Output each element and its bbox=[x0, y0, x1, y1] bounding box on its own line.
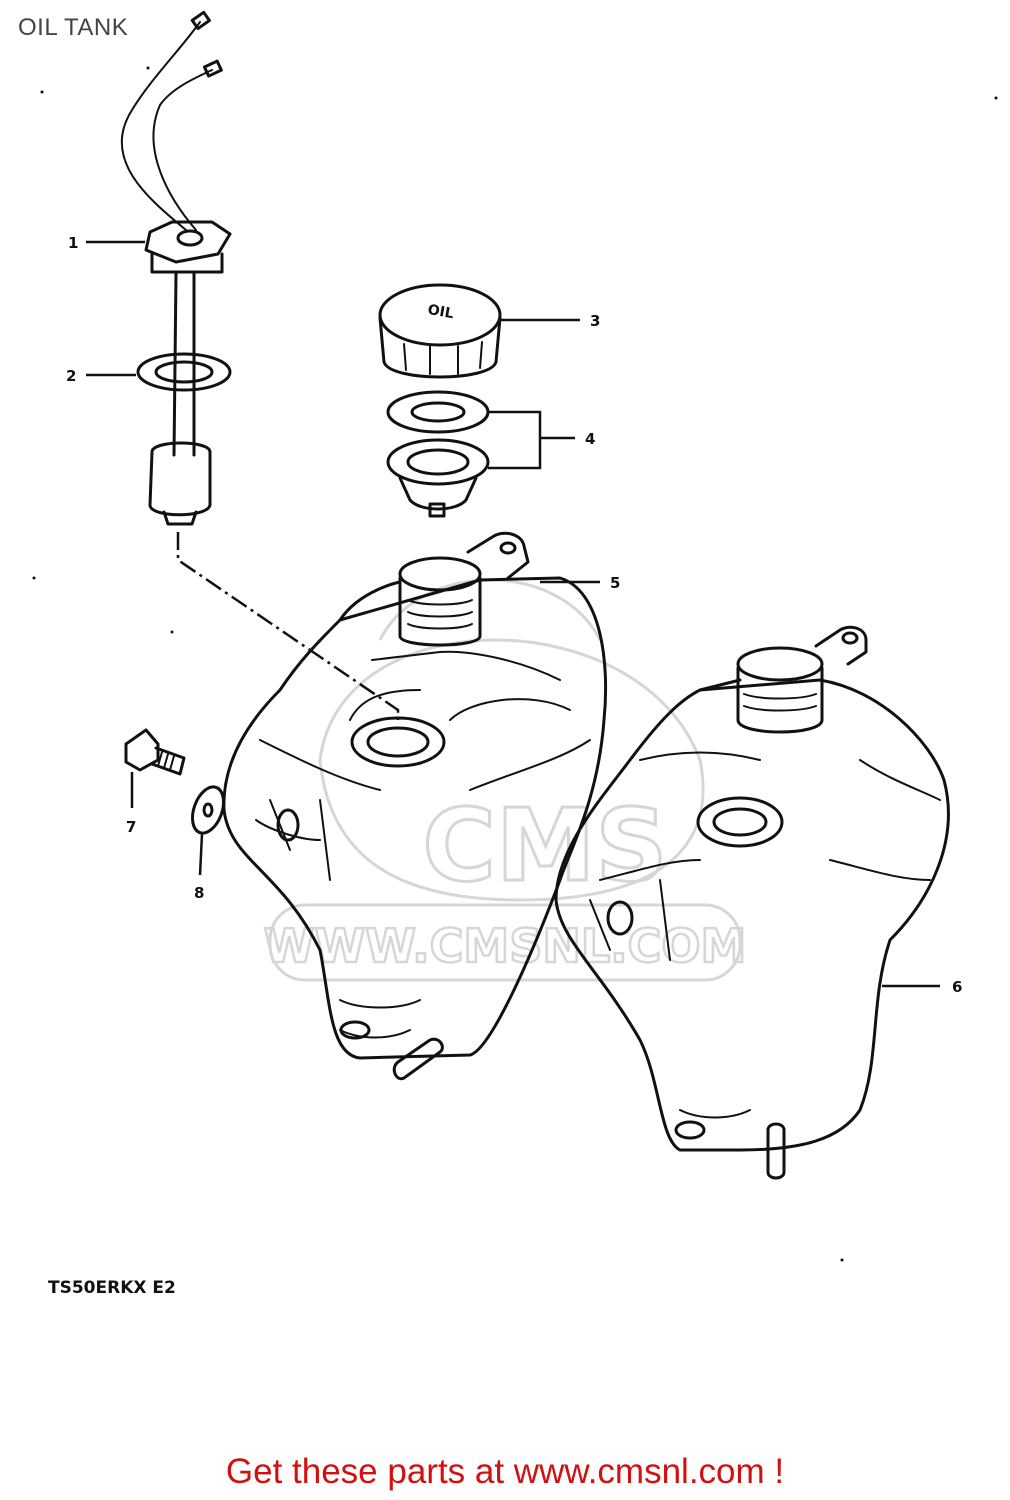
callout-label-2: 5 bbox=[610, 574, 620, 592]
assembly-line bbox=[176, 532, 400, 720]
callout-2: 5 bbox=[540, 574, 620, 592]
callout-5: 7 bbox=[126, 772, 136, 836]
callout-label-4: 4 bbox=[585, 430, 595, 448]
callout-1: 6 bbox=[882, 978, 962, 996]
tank-cap: OIL bbox=[378, 283, 502, 379]
page-title: OIL TANK bbox=[18, 14, 129, 41]
callout-label-8: 2 bbox=[66, 367, 76, 385]
callout-4: 4 bbox=[488, 410, 595, 470]
cap-gasket-set bbox=[386, 390, 490, 518]
footer-link[interactable]: Get these parts at www.cmsnl.com ! bbox=[225, 1452, 785, 1491]
callout-3: 3 bbox=[500, 312, 600, 330]
watermark: CMS WWW.CMSNL.COM bbox=[262, 578, 748, 982]
callout-7: 1 bbox=[68, 234, 145, 252]
oil-tank-alt bbox=[222, 531, 608, 1081]
oil-tank bbox=[554, 625, 950, 1180]
cap-marking: OIL bbox=[426, 302, 454, 322]
callout-label-5: 7 bbox=[126, 818, 136, 836]
model-code: TS50ERKX E2 bbox=[48, 1278, 176, 1298]
watermark-url: WWW.CMSNL.COM bbox=[264, 919, 747, 973]
watermark-brand: CMS bbox=[423, 787, 668, 904]
callout-6: 8 bbox=[194, 833, 204, 902]
o-ring bbox=[136, 352, 232, 392]
callout-label-7: 1 bbox=[68, 234, 78, 252]
washer bbox=[190, 785, 226, 835]
bolt bbox=[124, 728, 186, 776]
scan-specks bbox=[32, 66, 998, 1262]
callout-label-6: 8 bbox=[194, 884, 204, 902]
callout-8: 2 bbox=[66, 367, 136, 385]
callout-label-1: 6 bbox=[952, 978, 962, 996]
callout-label-3: 3 bbox=[590, 312, 600, 330]
oil-level-sensor bbox=[120, 10, 232, 526]
